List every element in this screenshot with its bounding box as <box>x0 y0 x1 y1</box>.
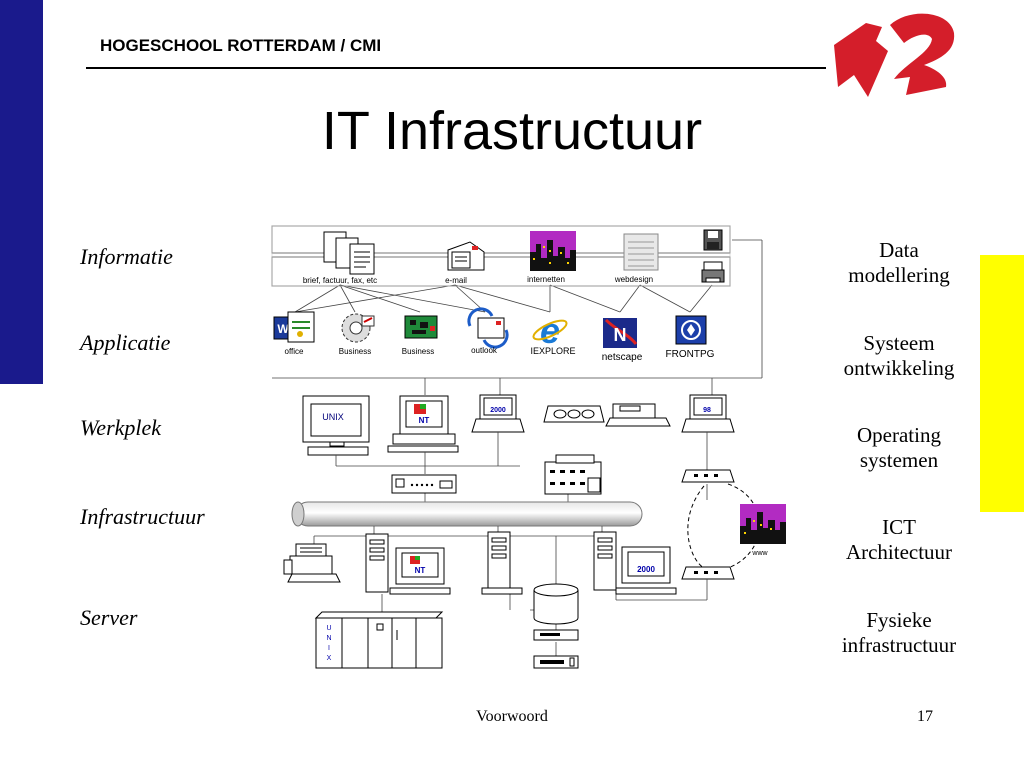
unix-mainframe-label: U N I X <box>326 625 331 662</box>
internet-city-icon <box>530 231 576 271</box>
info-label-documents: brief, factuur, fax, etc <box>303 276 377 285</box>
network-hub-icon <box>391 474 457 494</box>
tower-server-icon <box>481 531 523 595</box>
page-number: 17 <box>917 708 933 725</box>
router-icon-top <box>681 469 735 483</box>
www-city-icon <box>740 504 786 544</box>
layer-applicatie: Applicatie <box>80 330 171 355</box>
frontpage-icon <box>675 315 707 345</box>
right-accent-bar <box>980 255 1024 512</box>
internet-explorer-icon: e <box>532 310 568 351</box>
print-server-icon <box>544 454 602 495</box>
webdesign-icon <box>623 233 659 271</box>
w2000-screen-label-1: 2000 <box>490 407 506 414</box>
svg-text:U: U <box>326 625 331 632</box>
svg-text:I: I <box>328 645 330 652</box>
tower-server-nt-icon <box>365 533 451 595</box>
nt-screen-label-2: NT <box>415 566 426 575</box>
hr-logo <box>834 13 955 97</box>
layer-infrastructuur: Infrastructuur <box>80 504 205 529</box>
nt-screen-label-1: NT <box>419 416 430 425</box>
office-app-icon: W <box>273 311 315 343</box>
netscape-icon: N <box>603 318 638 348</box>
scanner-device-icon <box>543 405 605 423</box>
header-rule <box>86 67 826 69</box>
unix-mainframe-icon <box>314 611 444 669</box>
left-accent-bar <box>0 0 43 384</box>
app-label-office: office <box>285 347 305 356</box>
info-label-email: e-mail <box>445 276 467 285</box>
layer-server: Server <box>80 605 138 630</box>
info-app-links <box>272 239 763 395</box>
www-label: www <box>751 550 768 557</box>
win98-laptop-icon <box>681 394 735 433</box>
wan-dashed-link-left <box>687 485 705 569</box>
svg-text:N: N <box>614 325 627 345</box>
documents-icon <box>323 231 375 275</box>
printer-icon <box>701 261 725 283</box>
layer-werkplek: Werkplek <box>80 415 162 440</box>
floppy-disk-icon <box>703 229 723 251</box>
svg-text:X: X <box>327 655 332 662</box>
tower-server-win2000-icon <box>593 531 677 595</box>
unix-workstation-icon <box>302 395 370 456</box>
unix-screen-label: UNIX <box>322 412 344 422</box>
app-label-outlook: outlook <box>471 346 498 355</box>
fax-icon-bottom <box>283 543 341 583</box>
router-icon-bottom <box>681 566 735 580</box>
svg-text:e: e <box>540 310 560 351</box>
business-gears-icon <box>341 313 375 343</box>
email-icon <box>447 241 485 271</box>
app-label-frontpage: FRONTPG <box>666 349 715 360</box>
slide-title: IT Infrastructuur <box>321 101 703 161</box>
app-label-iexplore: IEXPLORE <box>530 346 575 356</box>
wan-dashed-link-right <box>727 483 760 569</box>
outlook-icon <box>467 307 509 349</box>
info-label-webdesign: webdesign <box>614 275 653 284</box>
school-name: HOGESCHOOL ROTTERDAM / CMI <box>100 36 382 55</box>
win2000-laptop-icon <box>471 394 525 433</box>
layer-informatie: Informatie <box>80 244 173 269</box>
tape-drive-icon-1 <box>533 629 579 641</box>
network-backbone-tube <box>291 501 643 527</box>
w2000-screen-label-2: 2000 <box>637 565 655 574</box>
business-board-icon <box>404 315 438 339</box>
app-label-business-1: Business <box>339 347 371 356</box>
footer-section: Voorwoord <box>476 708 548 725</box>
info-label-internetten: internetten <box>527 275 565 284</box>
app-label-netscape: netscape <box>602 352 643 363</box>
tape-drive-icon-2 <box>533 655 579 669</box>
nt-desktop-icon <box>387 395 459 453</box>
svg-text:W: W <box>277 322 289 336</box>
w98-screen-label: 98 <box>703 407 711 414</box>
svg-text:N: N <box>326 635 331 642</box>
workplace-links <box>335 432 708 502</box>
fax-machine-icon <box>605 403 671 427</box>
database-icon <box>533 583 579 625</box>
app-label-business-2: Business <box>402 347 434 356</box>
